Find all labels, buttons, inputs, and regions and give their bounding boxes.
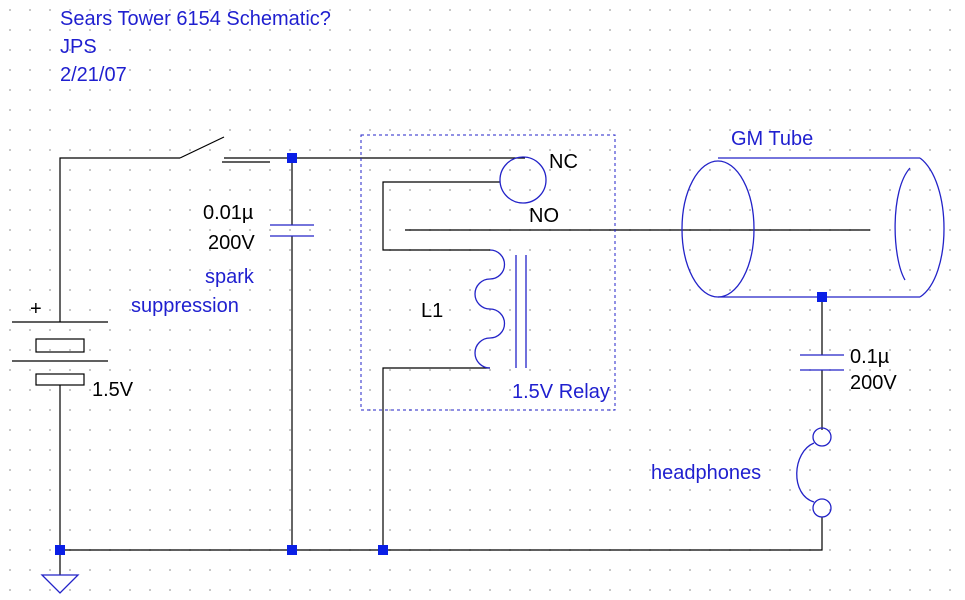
relay-coil-winding xyxy=(474,249,506,369)
cap2-voltage-label: 200V xyxy=(850,372,897,394)
headphones-label: headphones xyxy=(651,462,761,484)
wire-bottom-rail xyxy=(60,517,823,551)
gm-tube-front-end xyxy=(681,160,755,298)
battery-cell-2 xyxy=(35,373,85,386)
relay-name-label: 1.5V Relay xyxy=(512,381,610,403)
switch-blade xyxy=(179,136,225,159)
schematic-author: JPS xyxy=(60,36,97,58)
node-tube-cap2 xyxy=(817,292,827,302)
gm-tube-back-end xyxy=(919,157,945,298)
wire-battery-to-switch xyxy=(59,157,180,322)
schematic-date: 2/21/07 xyxy=(60,64,127,86)
node-relay-return xyxy=(378,545,388,555)
coil-label: L1 xyxy=(421,300,443,322)
relay-outline xyxy=(360,134,616,411)
cap1-voltage-label: 200V xyxy=(208,232,255,254)
relay-no-label: NO xyxy=(529,205,559,227)
ground-symbol xyxy=(40,574,80,594)
cap1-note-spark: spark xyxy=(205,266,255,288)
gm-tube-label: GM Tube xyxy=(731,128,813,150)
gm-tube: GM Tube xyxy=(681,128,945,298)
wire-coil-return xyxy=(382,367,490,550)
junction-nodes xyxy=(55,153,827,555)
battery: + 1.5V xyxy=(12,298,134,401)
battery-voltage-label: 1.5V xyxy=(92,379,134,401)
cap2-value-label: 0.1µ xyxy=(850,346,890,368)
headphones: headphones xyxy=(651,427,832,518)
gm-tube-back-inner xyxy=(894,167,911,281)
switch xyxy=(179,136,270,163)
cap1-note-suppression: suppression xyxy=(131,295,239,317)
node-cap1-bottom xyxy=(287,545,297,555)
schematic-title: Sears Tower 6154 Schematic? xyxy=(60,8,331,30)
relay: NC NO L1 1.5V Relay xyxy=(360,134,616,411)
wire-relay-armature xyxy=(382,181,500,251)
battery-cell-1 xyxy=(35,338,85,353)
headphones-jack-bottom xyxy=(812,498,832,518)
capacitor-output: 0.1µ 200V xyxy=(800,346,897,394)
headphones-jack-top xyxy=(812,427,832,447)
node-switch-cap1 xyxy=(287,153,297,163)
headphones-earpiece xyxy=(796,442,815,503)
cap1-value-label: 0.01µ xyxy=(203,202,254,224)
capacitor-spark-suppression: 0.01µ 200V spark suppression xyxy=(131,202,314,317)
relay-nc-contact xyxy=(499,156,547,204)
wires xyxy=(59,157,870,575)
relay-nc-label: NC xyxy=(549,151,578,173)
node-ground xyxy=(55,545,65,555)
battery-plus-label: + xyxy=(30,298,42,320)
